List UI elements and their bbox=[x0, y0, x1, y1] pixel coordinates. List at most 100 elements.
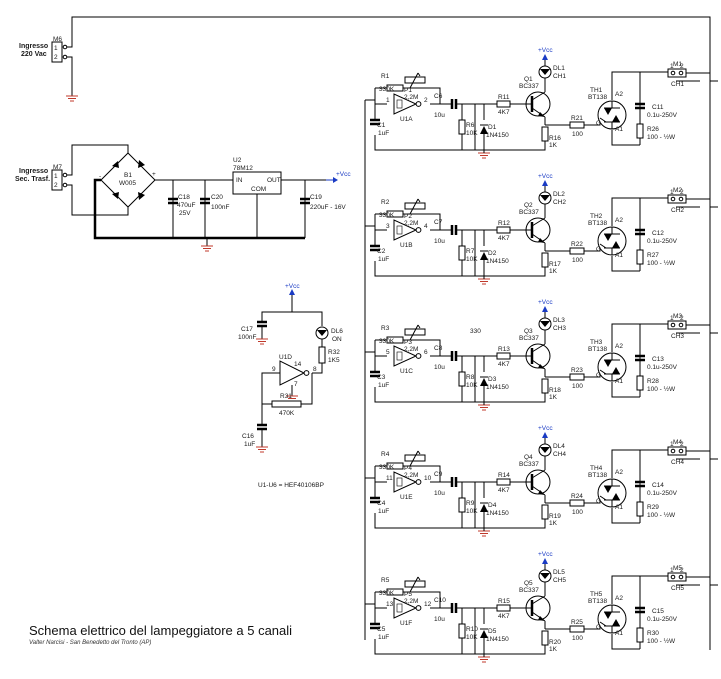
output-connector-pin2: 2 bbox=[680, 63, 684, 70]
capacitor-c17: C17 100nF bbox=[238, 320, 267, 341]
ground-symbol bbox=[478, 152, 490, 159]
led-ref: DL2 bbox=[553, 191, 565, 198]
connector-m7 bbox=[51, 169, 63, 191]
snubber-capacitor bbox=[635, 480, 645, 488]
timing-capacitor bbox=[370, 118, 380, 126]
oscillator-block: +Vcc C17 100nF DL6 ON R32 1K5 U1D 14 7 bbox=[238, 283, 343, 489]
triac-a1: A1 bbox=[615, 504, 623, 511]
base-resistor-value: 4K7 bbox=[498, 235, 510, 242]
snubber-capacitor bbox=[635, 354, 645, 362]
timing-cap-value: 1uF bbox=[378, 130, 389, 137]
u1d-pin7: 7 bbox=[294, 381, 298, 388]
input-trasf-label-2: Sec. Trasf. bbox=[15, 176, 50, 183]
timing-cap-ref: C4 bbox=[377, 500, 386, 507]
triac-a1: A1 bbox=[615, 630, 623, 637]
potentiometer bbox=[404, 76, 426, 84]
pot-ref: P3 bbox=[404, 339, 412, 346]
coupling-cap-ref: C7 bbox=[434, 219, 443, 226]
pot-ref: P4 bbox=[404, 465, 412, 472]
pot-value: 2,2M bbox=[404, 94, 418, 101]
connector-m6-ref: M6 bbox=[53, 36, 62, 43]
transistor bbox=[525, 91, 551, 118]
triac-g: G bbox=[596, 624, 601, 631]
gate-resistor-ref: R23 bbox=[571, 367, 583, 374]
coupling-cap-ref: C6 bbox=[434, 93, 443, 100]
snubber-cap-value: 0.1u-250V bbox=[647, 616, 678, 623]
ground-symbol bbox=[478, 404, 490, 411]
led bbox=[538, 54, 552, 84]
coupling-cap-ref: C10 bbox=[434, 597, 446, 604]
gate-resistor bbox=[569, 121, 585, 129]
output-connector-ref: M5 bbox=[673, 565, 682, 572]
timing-cap-ref: C3 bbox=[377, 374, 386, 381]
connector-m7-ref: M7 bbox=[53, 164, 62, 171]
coupling-capacitor bbox=[450, 603, 458, 613]
output-connector-channel: CH5 bbox=[671, 585, 684, 592]
pulldown-value: 10K bbox=[466, 634, 478, 641]
base-resistor-value: 4K7 bbox=[498, 361, 510, 368]
reg-ref: U2 bbox=[233, 157, 242, 164]
pot-ref: P1 bbox=[404, 87, 412, 94]
inverter-pin-out: 4 bbox=[424, 223, 428, 230]
stray-label: 330 bbox=[470, 328, 481, 335]
snubber-resistor bbox=[636, 123, 644, 139]
led bbox=[538, 180, 552, 210]
pulldown-ref: R8 bbox=[466, 374, 475, 381]
snubber-resistor-value: 100 - ½W bbox=[647, 511, 676, 519]
snubber-resistor-ref: R30 bbox=[647, 630, 659, 637]
r1-value: 330K bbox=[379, 590, 395, 597]
timing-capacitor bbox=[370, 622, 380, 630]
resistor-r1 bbox=[386, 210, 404, 218]
triac-ref: TH5 bbox=[590, 591, 603, 598]
diagram-author: Valter Narcisi - San Benedetto del Tront… bbox=[29, 640, 152, 646]
potentiometer bbox=[404, 202, 426, 210]
diode bbox=[480, 250, 488, 260]
led-ref: DL1 bbox=[553, 65, 565, 72]
triac-g: G bbox=[596, 498, 601, 505]
snubber-cap-value: 0.1u-250V bbox=[647, 112, 678, 119]
base-resistor-ref: R14 bbox=[498, 472, 510, 479]
bridge-ref: B1 bbox=[124, 172, 132, 179]
r1-ref: R5 bbox=[381, 577, 390, 584]
r1-ref: R2 bbox=[381, 199, 390, 206]
coupling-capacitor bbox=[450, 99, 458, 109]
triac-a1: A1 bbox=[615, 378, 623, 385]
triac-value: BT138 bbox=[588, 598, 608, 605]
transistor-ref: Q3 bbox=[524, 328, 533, 335]
c18-value-2: 25V bbox=[179, 210, 191, 217]
snubber-resistor bbox=[636, 375, 644, 391]
pot-ref: P2 bbox=[404, 213, 412, 220]
triac-ref: TH3 bbox=[590, 339, 603, 346]
inverter-pin-out: 6 bbox=[424, 349, 428, 356]
gate-resistor bbox=[569, 499, 585, 507]
c19-ref: C19 bbox=[310, 194, 322, 201]
pot-value: 2,2M bbox=[404, 220, 418, 227]
coupling-capacitor bbox=[450, 225, 458, 235]
coupling-capacitor bbox=[450, 351, 458, 361]
output-connector-ref: M1 bbox=[673, 61, 682, 68]
connector-m6-pin1: 1 bbox=[54, 45, 58, 52]
power-supply-block: Ingresso Sec. Trasf. M7 1 2 B1 W005 + - … bbox=[15, 144, 351, 252]
transistor-ref: Q2 bbox=[524, 202, 533, 209]
snubber-resistor-ref: R28 bbox=[647, 378, 659, 385]
diode-ref: D1 bbox=[488, 124, 497, 131]
diode bbox=[480, 502, 488, 512]
bridge-plus: + bbox=[152, 171, 156, 178]
output-connector-pin1: 1 bbox=[670, 441, 674, 448]
r1-ref: R4 bbox=[381, 451, 390, 458]
output-connector-ref: M4 bbox=[673, 439, 682, 446]
transistor-value: BC337 bbox=[519, 587, 539, 594]
emitter-resistor-ref: R20 bbox=[549, 639, 561, 646]
pulldown-value: 10K bbox=[466, 256, 478, 263]
r31-value: 470K bbox=[279, 410, 295, 417]
triac-value: BT138 bbox=[588, 94, 608, 101]
reg-part: 78M12 bbox=[233, 165, 253, 172]
triac bbox=[597, 604, 627, 634]
potentiometer bbox=[404, 328, 426, 336]
transistor bbox=[525, 595, 551, 622]
output-connector-pin1: 1 bbox=[670, 315, 674, 322]
transistor-value: BC337 bbox=[519, 335, 539, 342]
transistor bbox=[525, 469, 551, 496]
